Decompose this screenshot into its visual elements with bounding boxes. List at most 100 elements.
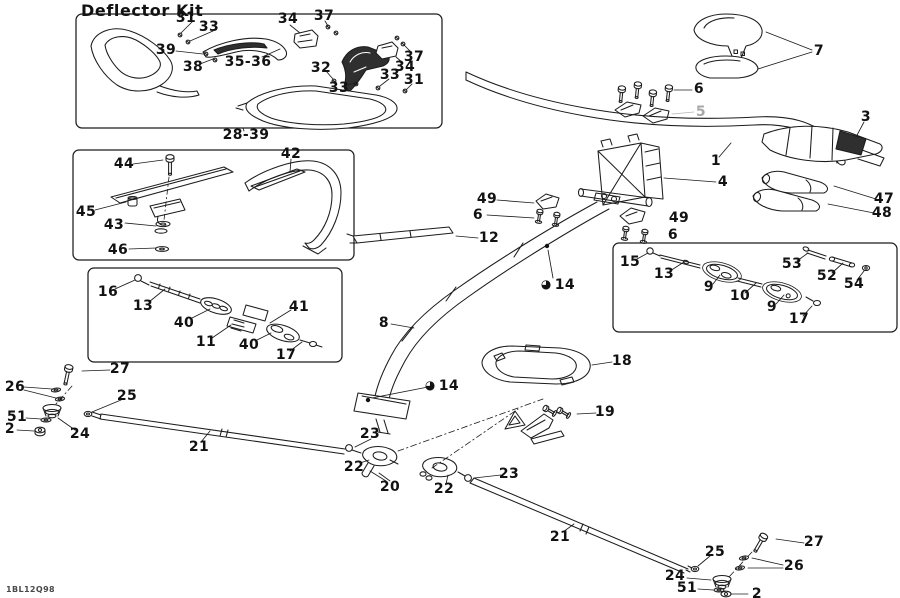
steering-column-8 — [374, 201, 598, 397]
callout: 10 — [729, 288, 751, 304]
left-deflector — [90, 28, 200, 98]
bolt-53 — [802, 246, 827, 260]
tie-rod-left-leaders — [114, 279, 303, 352]
lube-marker-icon: ◕ — [540, 277, 552, 291]
callout: 32 — [310, 60, 332, 76]
lower-leaders — [16, 361, 805, 595]
callout: 25 — [704, 544, 726, 560]
bolt-27b — [750, 531, 770, 555]
callout: 4 — [717, 174, 729, 190]
inset-range-caption: 28-39 — [222, 127, 270, 143]
callout: 35-36 — [224, 54, 272, 70]
stud-17a — [299, 339, 323, 348]
clamp-49-left — [535, 193, 560, 210]
callout: 1 — [710, 153, 722, 169]
handlebar-pad-upper — [693, 13, 763, 60]
clamp-49-right — [619, 207, 646, 225]
tie-rod-inset-right — [612, 242, 898, 333]
tie-rod-21-left — [83, 410, 346, 455]
left-lever-assembly — [202, 29, 319, 61]
riser-clamps-5 — [614, 101, 670, 124]
plate-18 — [481, 344, 591, 386]
callout: 27 — [803, 534, 825, 550]
washer-46 — [154, 246, 170, 252]
inset-title: Deflector Kit — [81, 1, 204, 20]
callout: 44 — [113, 156, 135, 172]
clevis-20 — [361, 462, 375, 478]
callout: 17 — [788, 311, 810, 327]
lube-marker-icon: ◕ — [424, 378, 436, 392]
ball-stud-15 — [646, 247, 654, 255]
callout: 40 — [173, 315, 195, 331]
callout: 2 — [4, 421, 16, 437]
callout: 54 — [843, 276, 865, 292]
callout: 24 — [664, 568, 686, 584]
callout: 24 — [69, 426, 91, 442]
callout: 47 — [873, 191, 895, 207]
callout: 39 — [155, 42, 177, 58]
callout: 26 — [4, 379, 26, 395]
callout: 21 — [188, 439, 210, 455]
callout: 33 — [328, 80, 350, 96]
callout: 20 — [379, 479, 401, 495]
callout: 45 — [75, 204, 97, 220]
callout: 6 — [472, 207, 484, 223]
column-tee — [577, 187, 653, 208]
callout: 51 — [6, 409, 28, 425]
callout: 40 — [238, 337, 260, 353]
nut-2a — [34, 426, 46, 437]
callout: 42 — [280, 146, 302, 162]
right-lever-assembly — [341, 41, 399, 92]
callout: 6 — [693, 81, 705, 97]
callout: 41 — [288, 299, 310, 315]
callout: 37 — [403, 49, 425, 65]
grip-48 — [752, 188, 820, 212]
pin-52 — [828, 256, 856, 268]
callout: 5 — [695, 104, 707, 120]
callout: 3 — [860, 109, 872, 125]
callout: 8 — [378, 315, 390, 331]
callout: 11 — [195, 334, 217, 350]
callout: 9 — [766, 299, 778, 315]
washers-43 — [154, 220, 171, 234]
callout: 33 — [198, 19, 220, 35]
callout: 52 — [816, 268, 838, 284]
callout: 19 — [594, 404, 616, 420]
callout: 7 — [813, 43, 825, 59]
callout: 23 — [498, 466, 520, 482]
callout: 51 — [676, 580, 698, 596]
bolt-27a — [60, 363, 74, 387]
callout: 46 — [107, 242, 129, 258]
callout: 13 — [132, 298, 154, 314]
callout: 18 — [611, 353, 633, 369]
grip-strip-3 — [761, 125, 885, 167]
callout: 27 — [109, 361, 131, 377]
stud-17b — [805, 296, 822, 307]
callout: 9 — [703, 279, 715, 295]
handlebar-assembly — [465, 13, 885, 214]
grab-handle — [244, 160, 342, 255]
rod-end-40a — [200, 297, 232, 315]
nut-2b — [720, 590, 732, 598]
steering-arm-22b — [419, 457, 472, 482]
ring-51a — [40, 417, 52, 423]
column-leaders — [390, 199, 554, 329]
deflector-kit-inset — [75, 13, 443, 132]
callout: 13 — [653, 266, 675, 282]
callout: 49 — [476, 191, 498, 207]
support-bracket — [110, 166, 234, 226]
pad-11 — [226, 316, 257, 334]
callout-number: 14 — [438, 378, 460, 394]
lube-lower-leader — [371, 386, 429, 399]
bracket-19 — [504, 403, 572, 445]
right-deflector — [235, 85, 398, 130]
support-leader-lines — [94, 158, 292, 250]
callout: 43 — [103, 217, 125, 233]
callout-lube: ◕14 — [541, 278, 575, 292]
callout: 48 — [871, 205, 893, 221]
callout: 23 — [359, 426, 381, 442]
document-code: 1BL12Q98 — [6, 585, 56, 594]
rod-end-9a — [702, 261, 742, 283]
